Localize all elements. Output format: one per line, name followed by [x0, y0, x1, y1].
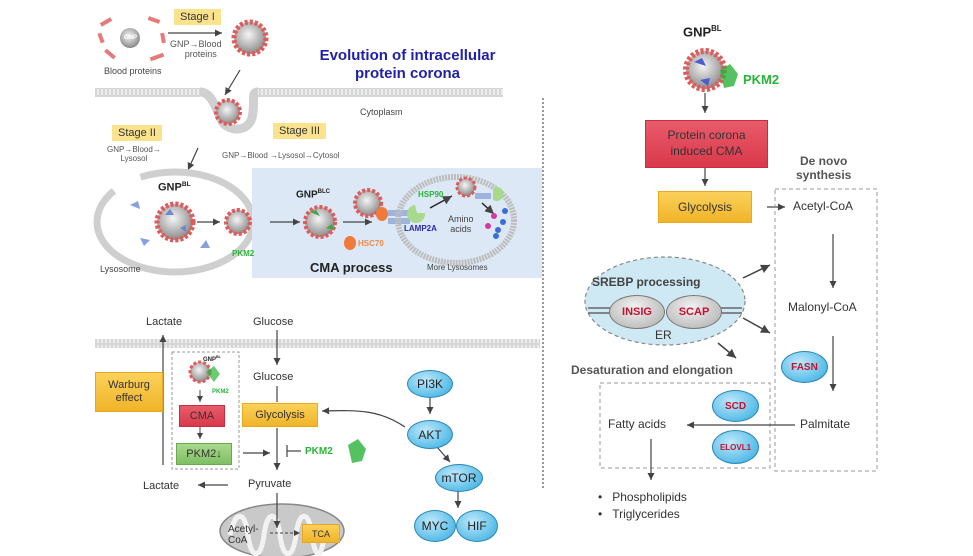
gnp-blc-sup: BLC — [317, 189, 331, 195]
lipid-products-list: • Phospholipids • Triglycerides — [598, 489, 687, 524]
hif-node: HIF — [456, 510, 498, 542]
tca-box: TCA — [302, 524, 340, 543]
cma-process-label: CMA process — [310, 260, 393, 275]
gnp-bl-label-lysosome: GNPBL — [158, 181, 191, 194]
pkm2-label-right: PKM2 — [743, 72, 780, 87]
glycolysis-box-left: Glycolysis — [242, 403, 318, 427]
lipid-product-item: • Phospholipids — [598, 490, 687, 504]
gnp-blc-label: GNPBLC — [296, 189, 330, 200]
lactate-intracellular: Lactate — [143, 480, 180, 492]
amino-acids-line2: acids — [450, 223, 472, 234]
stage-2-desc-line1: GNP→Blood→ — [107, 145, 161, 154]
pkm2-label-small: PKM2 — [212, 389, 229, 395]
gnp-bl-right-sup: BL — [711, 24, 722, 33]
gnp-bl-base: GNP — [158, 181, 182, 194]
stage-2-badge: Stage II — [112, 125, 162, 141]
de-novo-synthesis-label: De novo synthesis — [796, 154, 851, 183]
product-triglycerides: Triglycerides — [612, 507, 680, 522]
stage-1-desc-line1: GNP→Blood — [170, 39, 222, 49]
cma-box: CMA — [179, 405, 225, 427]
myc-node: MYC — [414, 510, 456, 542]
warburg-line2: effect — [115, 392, 143, 404]
gnp-bl-small-sup: BL — [216, 355, 221, 359]
akt-node: AKT — [407, 420, 453, 449]
gnp-bl-small-base: GNP — [203, 357, 217, 363]
gnp-bl-label-small: GNPBL — [203, 355, 221, 364]
pi3k-node: PI3K — [407, 370, 453, 398]
acetyl-coa-label: Acetyl-CoA — [793, 199, 854, 213]
pkm2-label-top: PKM2 — [232, 249, 255, 258]
stage-1-badge: Stage I — [174, 9, 221, 25]
de-novo-box — [774, 188, 878, 472]
amino-acids-label: Amino acids — [448, 214, 474, 235]
gnp-bl-label-right: GNPBL — [683, 24, 722, 40]
fasn-node: FASN — [781, 351, 828, 383]
glycolysis-box-right: Glycolysis — [658, 191, 752, 223]
desaturation-elongation-label: Desaturation and elongation — [571, 363, 734, 377]
more-lysosomes-label: More Lysosomes — [427, 263, 488, 272]
lipid-product-item: • Triglycerides — [598, 507, 680, 522]
gnp-blc-base: GNP — [296, 189, 318, 201]
stage-2-desc: GNP→Blood→ Lysosol — [107, 145, 161, 164]
stage-1-desc: GNP→Blood proteins — [170, 39, 222, 60]
hsc70-label: HSC70 — [358, 239, 384, 248]
title-line1: Evolution of intracellular — [319, 47, 496, 64]
scap-node: SCAP — [666, 295, 722, 329]
protein-corona-line2: induced CMA — [670, 144, 743, 158]
pkm2-decrease-box: PKM2↓ — [176, 443, 232, 465]
acetyl-coa-mito-label: Acetyl- CoA — [228, 524, 259, 546]
amino-acids-line1: Amino — [448, 214, 474, 224]
de-novo-line2: synthesis — [796, 168, 852, 183]
pkm2-inhibitor-label: PKM2 — [305, 446, 333, 457]
cytoplasm-label: Cytoplasm — [360, 107, 403, 117]
glucose-extracellular: Glucose — [253, 316, 294, 328]
stage-3-desc: GNP→Blood →Lysosol→Cytosol — [222, 151, 340, 160]
glucose-intracellular: Glucose — [253, 371, 294, 383]
acetyl-coa-line1: Acetyl- — [228, 524, 259, 535]
plasma-membrane-bottom — [95, 339, 540, 348]
lactate-extracellular: Lactate — [146, 316, 183, 328]
hsp90-label: HSP90 — [418, 190, 444, 199]
de-novo-line1: De novo — [800, 154, 848, 168]
warburg-line1: Warburg — [108, 379, 150, 392]
lysosome-label: Lysosome — [100, 264, 141, 274]
diagram-title: Evolution of intracellular protein coron… — [285, 47, 530, 83]
scd-node: SCD — [712, 390, 759, 422]
palmitate-label: Palmitate — [800, 417, 851, 431]
lamp2a-label: LAMP2A — [404, 224, 437, 233]
fatty-acids-label: Fatty acids — [608, 417, 667, 431]
srebp-processing-label: SREBP processing — [592, 275, 701, 289]
product-phospholipids: Phospholipids — [612, 490, 687, 504]
title-line2: protein corona — [354, 65, 460, 82]
gnp-label: GNP — [124, 35, 138, 41]
protein-corona-line1: Protein corona — [667, 128, 746, 143]
insig-node: INSIG — [609, 295, 665, 329]
gnp-bl-right-base: GNP — [683, 24, 712, 40]
stage-1-desc-line2: proteins — [184, 48, 217, 59]
malonyl-coa-label: Malonyl-CoA — [788, 300, 857, 314]
gnp-bl-sup: BL — [181, 181, 191, 188]
blood-proteins-label: Blood proteins — [104, 66, 162, 76]
stage-2-desc-line2: Lysosol — [120, 153, 148, 163]
stage-3-badge: Stage III — [273, 123, 326, 139]
er-label: ER — [655, 328, 672, 342]
elovl1-node: ELOVL1 — [712, 430, 759, 464]
gnp-particle — [120, 28, 140, 48]
mtor-node: mTOR — [435, 464, 483, 492]
acetyl-coa-line2: CoA — [228, 535, 248, 546]
pyruvate-label: Pyruvate — [248, 478, 292, 490]
